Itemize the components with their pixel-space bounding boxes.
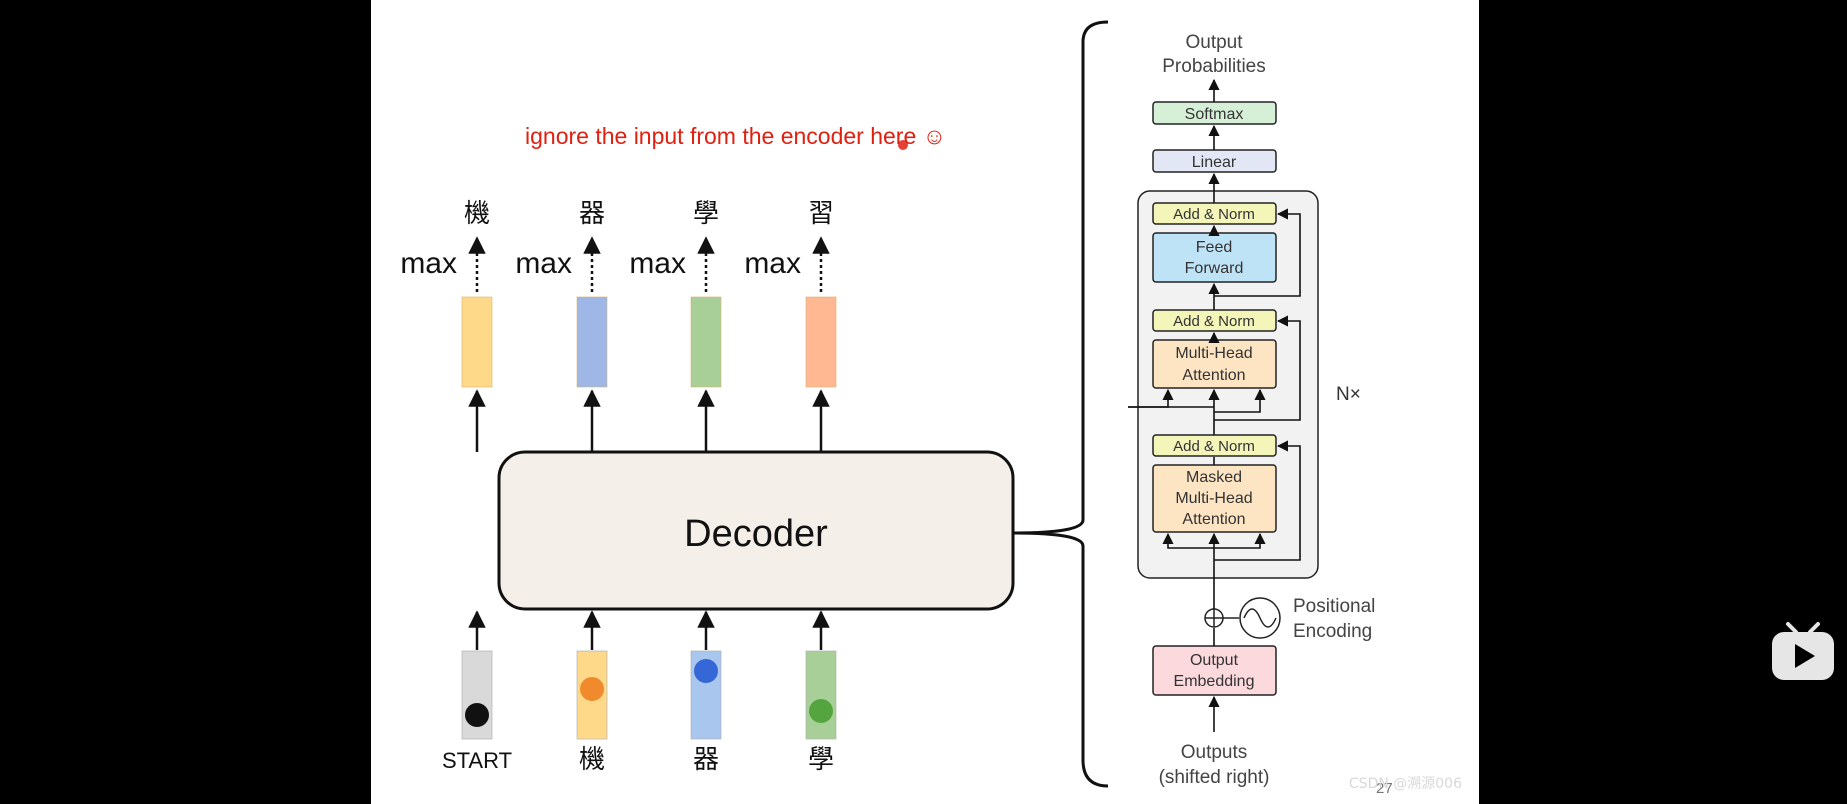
output-embedding-label-2: Embedding (1174, 673, 1255, 690)
output-token-3: 習 (808, 198, 834, 228)
feed-forward-label-1: Feed (1196, 239, 1232, 256)
input-label-2: 器 (693, 744, 719, 774)
laser-pointer-dot (898, 140, 908, 150)
output-vector-2 (690, 296, 722, 388)
max-label-0: max (400, 247, 457, 280)
feed-forward-label-2: Forward (1185, 260, 1244, 277)
linear-label: Linear (1192, 154, 1237, 171)
input-onehot-dot-1 (580, 677, 604, 701)
outputs-shifted-line1: Outputs (1181, 742, 1248, 763)
input-vector-3 (805, 650, 837, 740)
watermark: CSDN @溯源006 (1348, 776, 1462, 792)
output-embedding-label-1: Output (1190, 652, 1239, 669)
output-vector-1 (576, 296, 608, 388)
brace (1012, 20, 1109, 788)
transformer-decoder: N× Output Probabilities Softmax Linear A… (1128, 32, 1375, 788)
max-label-1: max (515, 247, 572, 280)
max-label-2: max (629, 247, 686, 280)
output-vector-0 (461, 296, 493, 388)
input-onehot-dot-0 (465, 703, 489, 727)
input-label-1: 機 (579, 744, 605, 774)
play-button-icon[interactable] (1770, 620, 1836, 682)
input-label-3: 學 (808, 744, 834, 774)
nx-label: N× (1336, 384, 1361, 405)
input-onehot-dot-2 (694, 659, 718, 683)
output-token-0: 機 (464, 198, 490, 228)
outputs-shifted-line2: (shifted right) (1159, 767, 1270, 788)
add-norm-label-3: Add & Norm (1173, 206, 1255, 223)
decoder-box (497, 450, 1015, 611)
masked-label-2: Multi-Head (1175, 490, 1252, 507)
slide: ignore the input from the encoder here ☺… (371, 0, 1479, 804)
positional-encoding-line1: Positional (1293, 596, 1375, 617)
output-token-1: 器 (579, 198, 605, 228)
positional-encoding-line2: Encoding (1293, 621, 1372, 642)
decoder-transformer-diagram: ignore the input from the encoder here ☺… (400, 20, 1393, 797)
output-vector-3 (805, 296, 837, 388)
add-norm-label-1: Add & Norm (1173, 438, 1255, 455)
annotation-text: ignore the input from the encoder here ☺ (525, 123, 946, 149)
page-number: 27 (1376, 780, 1393, 797)
input-onehot-dot-3 (809, 699, 833, 723)
decoder-label: Decoder (684, 513, 828, 555)
multi-head-label-1: Multi-Head (1175, 345, 1252, 362)
output-probabilities-line1: Output (1185, 32, 1243, 53)
masked-label-1: Masked (1186, 469, 1242, 486)
input-label-0: START (442, 748, 512, 773)
softmax-label: Softmax (1185, 106, 1244, 123)
add-norm-label-2: Add & Norm (1173, 313, 1255, 330)
output-token-2: 學 (693, 198, 719, 228)
output-probabilities-line2: Probabilities (1162, 56, 1266, 77)
masked-label-3: Attention (1182, 511, 1245, 528)
max-label-3: max (744, 247, 801, 280)
multi-head-label-2: Attention (1182, 367, 1245, 384)
